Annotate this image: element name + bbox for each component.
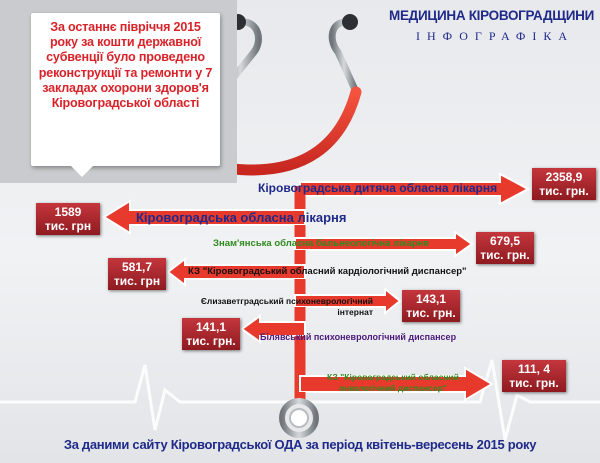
facility-value-2: 1589 — [54, 205, 82, 219]
branch-arrow-4 — [166, 256, 306, 288]
brand-subtitle: ІНФОГРАФІКА — [415, 29, 575, 43]
intro-text: За останнє півріччя 2015 року за кошти д… — [38, 20, 213, 111]
facility-label-7: КЗ "Кіровоградський обласний онкологічни… — [327, 372, 459, 393]
eartip-right-icon — [342, 14, 358, 30]
branch-arrow-2 — [102, 199, 306, 235]
facility-unit-4: тис. грн — [113, 274, 161, 288]
facility-label-1: Кіровоградська дитяча обласна лікарня — [258, 181, 498, 195]
pulse-line — [0, 359, 600, 441]
facility-value-3: 679,5 — [489, 234, 521, 248]
earpiece-right — [328, 18, 360, 96]
facility-value-box-7: 111, 4 тис. грн. — [502, 360, 566, 392]
earpiece-left — [218, 18, 262, 96]
facility-label-6: Білявський психоневрологічний диспансер — [260, 332, 457, 342]
facility-unit-2: тис. грн — [44, 219, 92, 233]
branch-arrow-3 — [294, 230, 474, 258]
facility-unit-7: тис. грн. — [509, 376, 559, 390]
bubble-tail — [71, 166, 93, 177]
intro-bubble — [31, 13, 220, 166]
facility-unit-5: тис. грн. — [406, 306, 456, 320]
facility-value-box-3: 679,5 тис. грн. — [476, 232, 534, 264]
facility-value-box-4: 581,7 тис. грн — [108, 258, 166, 290]
facility-value-box-1: 2358,9 тис. грн. — [532, 168, 596, 200]
facility-unit-3: тис. грн. — [480, 248, 530, 262]
facility-unit-1: тис. грн. — [539, 184, 589, 198]
facility-label-5: Єлизаветградський психоневрологічний інт… — [200, 296, 373, 317]
facility-unit-6: тис. грн. — [186, 334, 236, 348]
facility-value-box-5: 143,1 тис. грн. — [402, 290, 460, 322]
branch-arrow-5 — [294, 286, 402, 316]
facility-label-3: Знам'янська обласна бальнеологічна лікар… — [213, 238, 429, 249]
source-footer: За даними сайту Кіровоградської ОДА за п… — [63, 437, 537, 452]
facility-value-6: 141,1 — [195, 320, 227, 334]
facility-value-7: 111, 4 — [517, 362, 551, 376]
branch-arrow-7 — [299, 366, 494, 402]
brand-title: МЕДИЦИНА КІРОВОГРАДЩИНИ — [389, 8, 594, 23]
facility-value-5: 143,1 — [415, 292, 447, 306]
facility-value-4: 581,7 — [121, 260, 153, 274]
facility-value-box-2: 1589 тис. грн — [36, 203, 100, 235]
facility-label-2: Кіровоградська обласна лікарня — [136, 210, 347, 225]
branch-arrow-1 — [299, 172, 531, 206]
facility-value-1: 2358,9 — [545, 170, 583, 184]
facility-value-box-6: 141,1 тис. грн. — [182, 318, 240, 350]
facility-label-4: КЗ "Кіровоградський обласний кардіологіч… — [188, 266, 467, 277]
